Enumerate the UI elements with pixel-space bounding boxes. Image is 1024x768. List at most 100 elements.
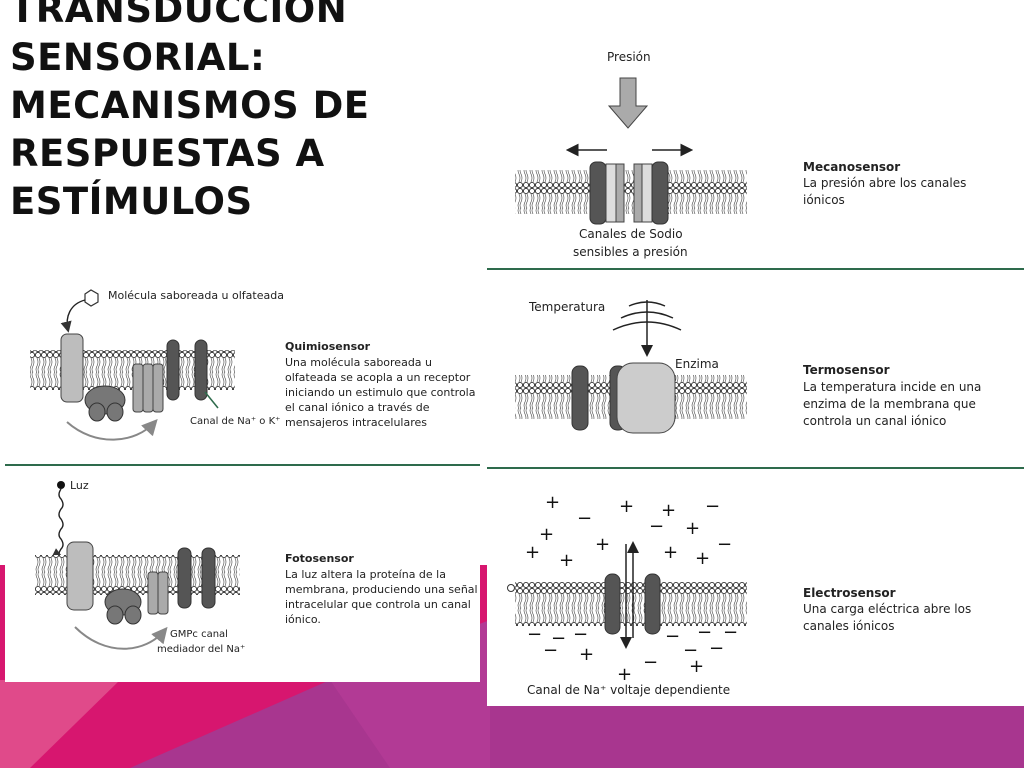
channel-pointer bbox=[204, 391, 219, 409]
foto-desc-4: iónico. bbox=[285, 613, 321, 626]
slide-title: TRANSDUCCIÓN SENSORIAL: MECANISMOS DE RE… bbox=[10, 0, 390, 226]
channel-left-core bbox=[615, 163, 625, 223]
right-figure-panel: Presión Canales de Sodio sensibles a pre… bbox=[487, 28, 1024, 706]
channel-left bbox=[177, 547, 192, 609]
foto-stimulus-label: Luz bbox=[70, 479, 89, 492]
left-figure-svg: Molécula saboreada u olfateada Canal de … bbox=[5, 289, 480, 655]
effector-c bbox=[152, 363, 164, 413]
enzyme-b bbox=[157, 571, 169, 615]
foto-desc-2: membrana, produciendo una señal bbox=[285, 583, 478, 596]
electro-desc-2: canales iónicos bbox=[803, 619, 895, 633]
channel-right-outer bbox=[651, 161, 669, 225]
channel-left bbox=[604, 573, 621, 635]
channel-left bbox=[571, 365, 589, 431]
mecano-desc-2: iónicos bbox=[803, 193, 845, 207]
electro-heading: Electrosensor bbox=[803, 586, 896, 600]
mecano-desc-1: La presión abre los canales bbox=[803, 176, 966, 190]
termo-desc-1: La temperatura incide en una bbox=[803, 380, 981, 394]
ion-dot bbox=[507, 584, 515, 592]
quimio-desc-3: iniciando un estimulo que controla bbox=[285, 386, 475, 399]
light-wave-arrow bbox=[50, 488, 64, 559]
membrane bbox=[515, 582, 747, 626]
pink-triangle bbox=[0, 680, 120, 768]
pressure-arrow bbox=[607, 77, 649, 129]
charge-plus: + bbox=[685, 518, 700, 539]
charge-minus: − bbox=[723, 622, 738, 643]
mecano-heading: Mecanosensor bbox=[803, 160, 900, 174]
effector bbox=[132, 363, 144, 413]
charge-plus: + bbox=[695, 548, 710, 569]
charge-minus: − bbox=[577, 508, 592, 529]
channel-left-inner bbox=[605, 163, 617, 223]
termo-enzyme-label: Enzima bbox=[675, 357, 719, 371]
channel-left bbox=[166, 339, 180, 401]
termosensor-diagram: Temperatura Enzima bbox=[515, 300, 747, 434]
charge-plus: + bbox=[689, 656, 704, 677]
channel-left-outer bbox=[589, 161, 607, 225]
charge-plus: + bbox=[617, 664, 632, 685]
quimio-channel-label: Canal de Na⁺ o K⁺ bbox=[190, 416, 280, 427]
channel-right bbox=[644, 573, 661, 635]
mecano-channel-label-1: Canales de Sodio bbox=[579, 227, 683, 241]
receptor bbox=[60, 333, 84, 403]
channel-right-core bbox=[633, 163, 643, 223]
left-figure-panel: Molécula saboreada u olfateada Canal de … bbox=[5, 272, 480, 682]
electro-desc-1: Una carga eléctrica abre los bbox=[803, 602, 971, 616]
foto-heading: Fotosensor bbox=[285, 552, 354, 565]
charge-minus: − bbox=[543, 640, 558, 661]
mecano-stimulus-label: Presión bbox=[607, 50, 651, 64]
effector-b bbox=[142, 363, 154, 413]
quimio-desc-1: Una molécula saboreada u bbox=[285, 356, 432, 369]
charge-minus: − bbox=[705, 496, 720, 517]
title-line-4: RESPUESTAS A bbox=[10, 132, 325, 175]
charge-minus: − bbox=[717, 534, 732, 555]
photoreceptor bbox=[66, 541, 94, 611]
channel-right bbox=[201, 547, 216, 609]
foto-desc-3: intracelular que controla un canal bbox=[285, 598, 471, 611]
channel-right bbox=[194, 339, 208, 401]
charge-minus: − bbox=[573, 624, 588, 645]
charge-minus: − bbox=[709, 638, 724, 659]
messenger-arrow bbox=[66, 419, 158, 441]
charge-plus: + bbox=[545, 492, 560, 513]
quimiosensor-diagram: Molécula saboreada u olfateada Canal de … bbox=[30, 289, 284, 441]
arrow-to-receptor bbox=[60, 299, 86, 333]
cgmp-arrow bbox=[74, 626, 168, 650]
quimio-desc-4: el canal iónico a través de bbox=[285, 401, 430, 414]
foto-mediator-label-2: mediador del Na⁺ bbox=[157, 644, 245, 655]
foto-desc-1: La luz altera la proteína de la bbox=[285, 568, 446, 581]
charge-plus: + bbox=[525, 542, 540, 563]
termo-desc-2: enzima de la membrana que bbox=[803, 397, 976, 411]
title-line-5: ESTÍMULOS bbox=[10, 180, 253, 223]
termo-heading: Termosensor bbox=[803, 363, 890, 377]
transducin-c bbox=[124, 605, 142, 625]
charge-minus: − bbox=[551, 628, 566, 649]
membrane bbox=[515, 170, 747, 214]
mecanosensor-diagram: Presión Canales de Sodio sensibles a pre… bbox=[515, 50, 747, 259]
fotosensor-diagram: Luz GMPc canal mediador del Na⁺ bbox=[35, 479, 245, 655]
charge-plus: + bbox=[663, 542, 678, 563]
charge-minus: − bbox=[649, 516, 664, 537]
termo-desc-3: controla un canal iónico bbox=[803, 414, 946, 428]
enzyme-body bbox=[616, 362, 676, 434]
electrosensor-diagram: + − + + − + − + + + − + + + − − − − − − bbox=[507, 492, 747, 697]
transducin-b bbox=[106, 605, 124, 625]
g-protein-b bbox=[88, 402, 106, 422]
molecule-hexagon bbox=[84, 289, 99, 307]
quimio-heading: Quimiosensor bbox=[285, 340, 371, 353]
title-line-1: TRANSDUCCIÓN bbox=[10, 0, 348, 31]
channel-right-inner bbox=[641, 163, 653, 223]
charge-plus: + bbox=[579, 644, 594, 665]
charge-plus: + bbox=[559, 550, 574, 571]
quimio-desc-2: olfateada se acopla a un receptor bbox=[285, 371, 471, 384]
g-protein-c bbox=[106, 402, 124, 422]
charge-minus: − bbox=[643, 652, 658, 673]
electro-channel-label: Canal de Na⁺ voltaje dependiente bbox=[527, 683, 730, 697]
charge-plus: + bbox=[619, 496, 634, 517]
foto-mediator-label-1: GMPc canal bbox=[170, 629, 228, 640]
charge-minus: − bbox=[683, 640, 698, 661]
charge-minus: − bbox=[697, 622, 712, 643]
charge-plus: + bbox=[595, 534, 610, 555]
charge-plus: + bbox=[661, 500, 676, 521]
charge-symbols: + − + + − + − + + + − + + + − − − − − − bbox=[525, 492, 738, 685]
